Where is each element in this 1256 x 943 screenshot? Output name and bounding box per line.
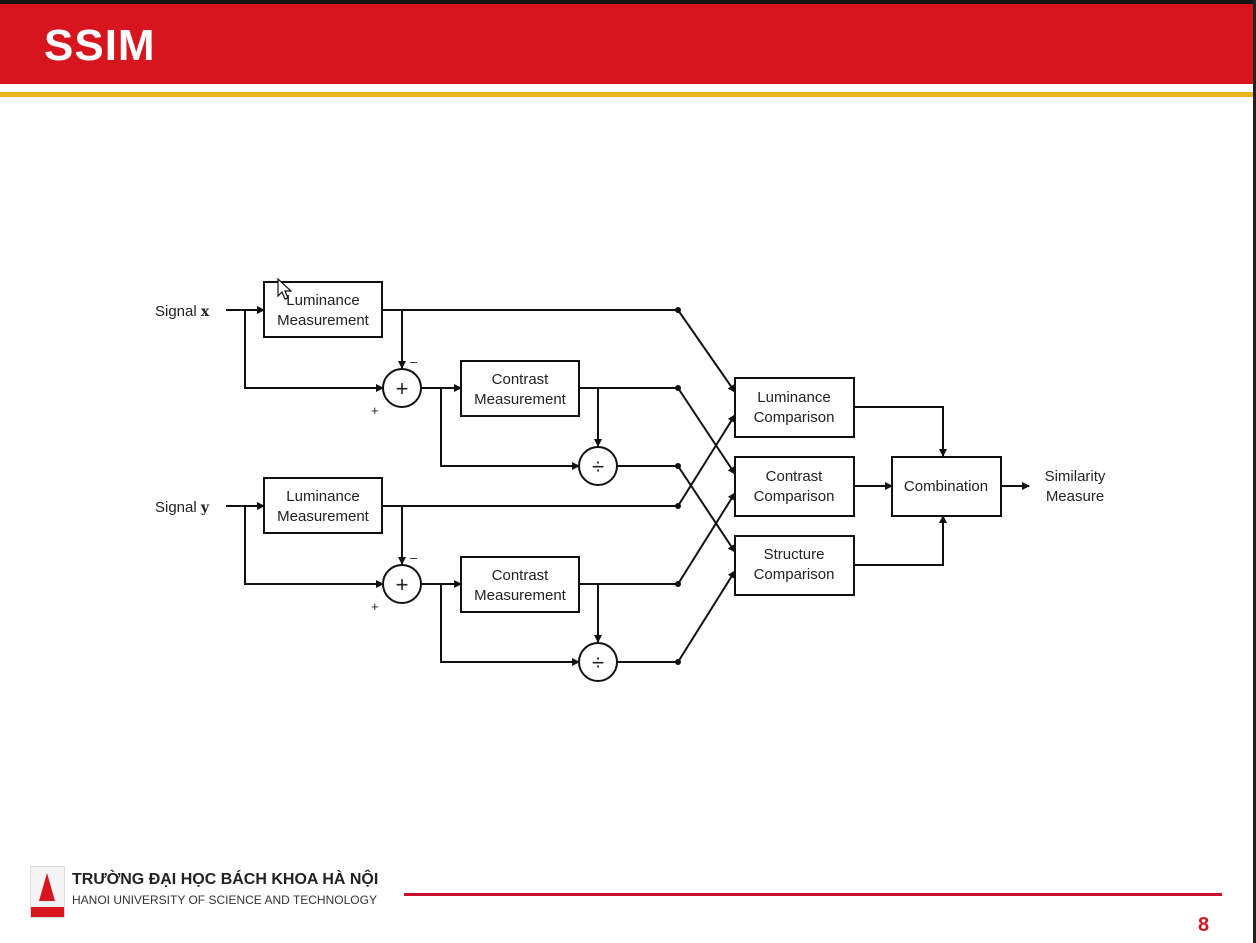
footer-rule <box>404 893 1222 896</box>
minus-sign-y: – <box>410 550 418 565</box>
logo-band <box>31 907 64 917</box>
slide-header-bar: SSIM <box>0 4 1256 84</box>
plus-sign-y: + <box>371 599 379 614</box>
university-name-en: HANOI UNIVERSITY OF SCIENCE AND TECHNOLO… <box>72 893 377 907</box>
plus-operator-y: + <box>396 572 409 597</box>
minus-sign-x: – <box>410 354 418 369</box>
mouse-cursor-icon <box>277 277 293 300</box>
slide-title: SSIM <box>44 21 156 70</box>
luminance-measurement-box-y <box>263 477 383 534</box>
plus-node-x <box>382 368 422 408</box>
divide-node-x <box>578 446 618 486</box>
plus-operator-x: + <box>396 376 409 401</box>
divide-operator-x: ÷ <box>592 454 604 479</box>
university-name-vn: TRƯỜNG ĐẠI HỌC BÁCH KHOA HÀ NỘI <box>72 871 379 888</box>
contrast-comparison-box <box>734 456 855 517</box>
signal-x-variable: x <box>201 304 210 320</box>
signal-y-variable: y <box>200 500 210 516</box>
header-spacer <box>0 84 1256 92</box>
contrast-measurement-box-x <box>460 360 580 417</box>
structure-comparison-box <box>734 535 855 596</box>
combination-box <box>891 456 1002 517</box>
logo-flame-icon <box>39 873 55 901</box>
window-right-edge <box>1253 0 1256 943</box>
plus-sign-x: + <box>371 403 379 418</box>
signal-y-label: Signal y <box>155 499 210 516</box>
combination-label: Combination <box>904 478 988 495</box>
header-gold-rule <box>0 92 1256 97</box>
window-top-edge <box>0 0 1256 4</box>
luminance-comparison-box <box>734 377 855 438</box>
contrast-measurement-box-y <box>460 556 580 613</box>
divide-node-y <box>578 642 618 682</box>
plus-node-y <box>382 564 422 604</box>
divide-operator-y: ÷ <box>592 650 604 675</box>
junction-dots <box>675 307 681 665</box>
signal-x-label: Signal x <box>155 303 210 320</box>
university-logo <box>30 866 65 918</box>
page-number: 8 <box>1198 914 1210 936</box>
